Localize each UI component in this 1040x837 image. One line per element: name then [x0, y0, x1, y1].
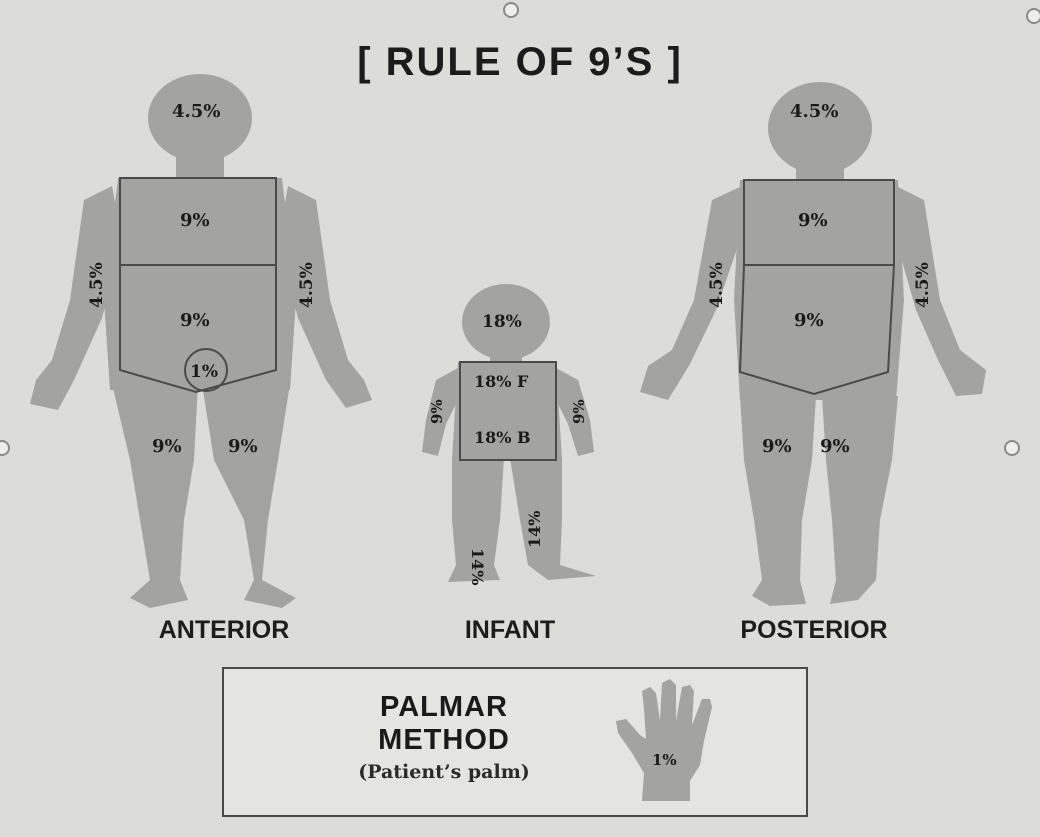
hand-shape	[616, 679, 712, 801]
diagram-title: [ RULE OF 9’S ]	[357, 40, 683, 84]
posterior-figure	[640, 82, 986, 606]
posterior-grid	[738, 179, 896, 396]
anterior-left-arm	[30, 186, 122, 410]
anterior-abdomen-label: 9%	[180, 310, 210, 331]
anterior-left-leg	[112, 384, 198, 608]
anterior-genital-label: 1%	[190, 362, 218, 382]
palmar-method-box: PALMAR METHOD (Patient’s palm) 1%	[222, 667, 808, 817]
anterior-right-leg	[202, 384, 296, 608]
selection-handle-top-right[interactable]	[1026, 8, 1040, 24]
posterior-right-arm	[896, 186, 986, 396]
infant-trunk-box	[459, 361, 557, 461]
anterior-neck	[176, 150, 224, 182]
anterior-right-arm-label: 4.5%	[297, 262, 317, 308]
palmar-method-title: PALMAR METHOD	[334, 691, 554, 757]
selection-handle-top[interactable]	[503, 2, 519, 18]
posterior-torso	[734, 180, 904, 400]
anterior-torso	[104, 178, 296, 390]
posterior-head	[768, 82, 872, 174]
posterior-upper-back-label: 9%	[798, 210, 828, 231]
palm-value-label: 1%	[652, 751, 677, 769]
palmar-method-subtitle: (Patient’s palm)	[358, 761, 530, 783]
infant-trunk-back-label: 18% B	[474, 428, 531, 447]
posterior-left-leg-label: 9%	[762, 436, 792, 457]
anterior-right-leg-label: 9%	[228, 436, 258, 457]
anterior-figure	[30, 74, 372, 608]
palm-hand-icon: 1%	[616, 679, 712, 801]
infant-torso	[452, 362, 562, 460]
posterior-left-arm-label: 4.5%	[707, 262, 727, 308]
infant-right-leg-label: 14%	[525, 511, 544, 548]
anterior-caption: ANTERIOR	[158, 616, 290, 644]
infant-grid	[459, 361, 557, 461]
infant-left-arm-label: 9%	[428, 399, 446, 424]
anterior-grid	[119, 177, 277, 394]
posterior-left-leg	[740, 396, 816, 606]
infant-head-label: 18%	[482, 312, 522, 332]
infant-head	[462, 284, 550, 360]
infant-trunk-front-label: 18% F	[474, 372, 529, 391]
infant-left-arm	[422, 368, 458, 456]
anterior-head	[148, 74, 252, 162]
selection-handle-right[interactable]	[1004, 440, 1020, 456]
infant-figure	[422, 284, 596, 582]
anterior-abdomen-box	[119, 264, 277, 394]
infant-right-arm	[556, 368, 594, 456]
anterior-left-arm-label: 4.5%	[87, 262, 107, 308]
anterior-left-leg-label: 9%	[152, 436, 182, 457]
posterior-lower-back-label: 9%	[794, 310, 824, 331]
infant-left-leg-label: 14%	[468, 548, 487, 585]
posterior-lower-back-box	[738, 264, 896, 396]
infant-left-leg	[448, 458, 504, 582]
infant-right-arm-label: 9%	[570, 399, 588, 424]
anterior-head-label: 4.5%	[172, 101, 220, 122]
posterior-right-leg	[822, 396, 898, 604]
anterior-genital-circle	[184, 348, 228, 392]
posterior-right-leg-label: 9%	[820, 436, 850, 457]
palmar-title-line1: PALMAR	[380, 691, 508, 723]
posterior-head-label: 4.5%	[790, 101, 838, 122]
palmar-title-line2: METHOD	[378, 724, 510, 756]
anterior-right-arm	[278, 186, 372, 408]
posterior-caption: POSTERIOR	[740, 616, 888, 644]
posterior-right-arm-label: 4.5%	[913, 262, 933, 308]
infant-right-leg	[510, 458, 596, 580]
infant-caption: INFANT	[464, 616, 556, 644]
selection-handle-left[interactable]	[0, 440, 10, 456]
posterior-left-arm	[640, 186, 742, 400]
anterior-chest-label: 9%	[180, 210, 210, 231]
